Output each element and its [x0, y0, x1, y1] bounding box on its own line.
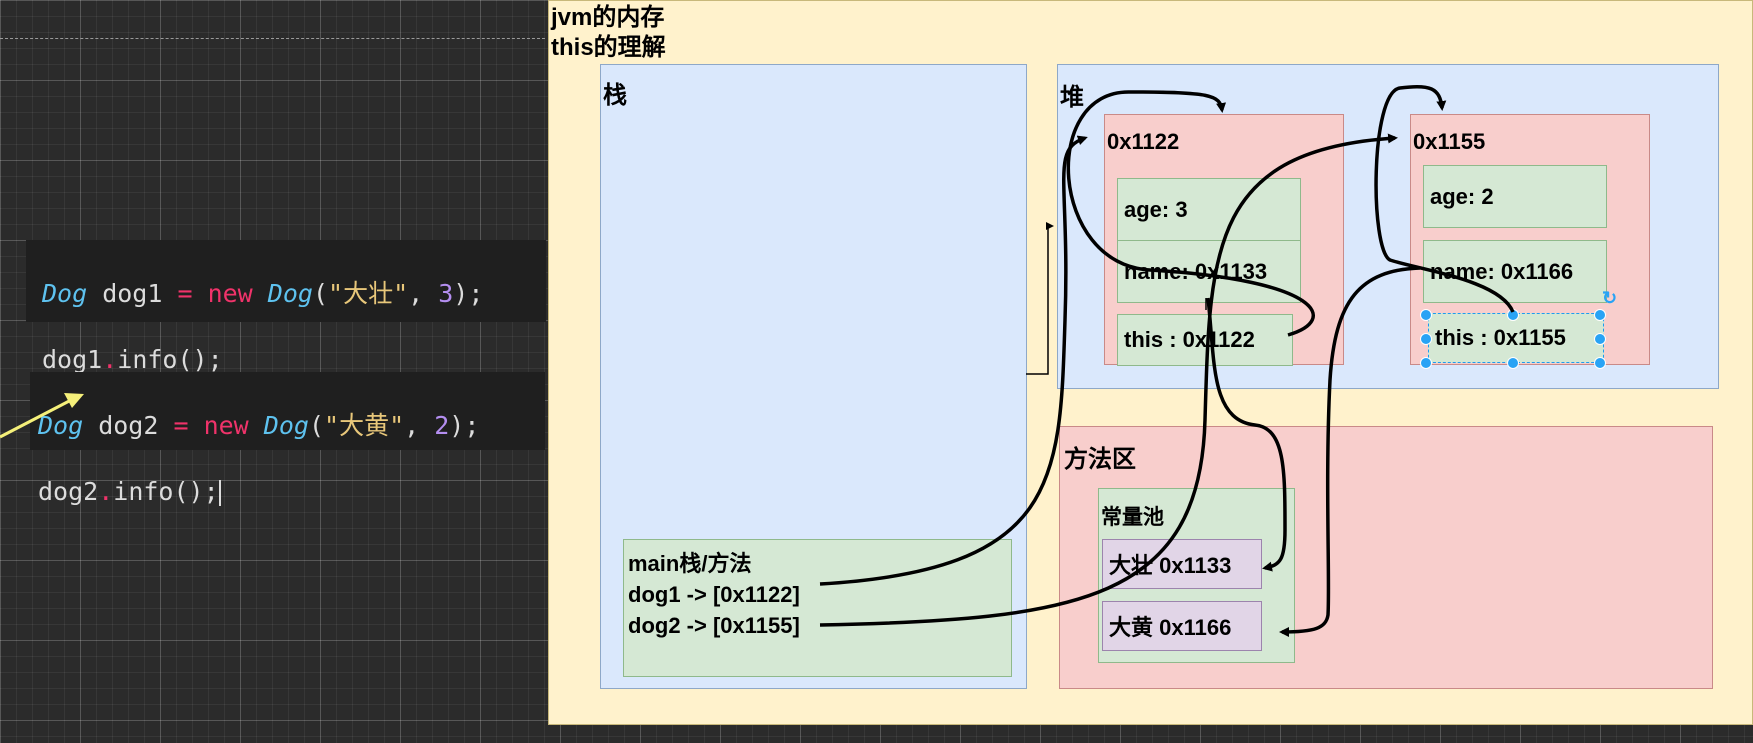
field-age[interactable]: age: 2 — [1423, 165, 1607, 228]
field-this[interactable]: this : 0x1122 — [1117, 314, 1293, 366]
pool-entry[interactable]: 大壮 0x1133 — [1102, 539, 1262, 589]
field-name[interactable]: name: 0x1166 — [1423, 240, 1607, 303]
code-snippet-dog1[interactable]: Dog dog1 = new Dog("大壮", 3); dog1.info()… — [26, 240, 546, 374]
field-name[interactable]: name: 0x1133 — [1117, 240, 1301, 303]
resize-handle[interactable] — [1594, 309, 1606, 321]
object-address: 0x1155 — [1413, 129, 1486, 154]
code-line: Dog dog2 = new Dog("大黄", 2); — [38, 411, 480, 440]
stack-label: 栈 — [603, 82, 627, 109]
pool-entry[interactable]: 大黄 0x1166 — [1102, 601, 1262, 651]
method-area-label: 方法区 — [1064, 446, 1136, 473]
field-this-selected[interactable]: this : 0x1155 — [1428, 313, 1604, 363]
heap-label: 堆 — [1060, 84, 1084, 111]
constant-pool-label: 常量池 — [1101, 506, 1164, 529]
resize-handle[interactable] — [1594, 333, 1606, 345]
resize-handle[interactable] — [1507, 309, 1519, 321]
code-line: dog1.info(); — [42, 345, 223, 374]
rotate-icon[interactable]: ↻ — [1602, 288, 1618, 308]
code-snippet-dog2[interactable]: Dog dog2 = new Dog("大黄", 2); dog2.info()… — [30, 372, 545, 506]
resize-handle[interactable] — [1507, 357, 1519, 369]
diagram-title: jvm的内存 this的理解 — [551, 4, 666, 61]
pointer-arrow-icon — [0, 393, 84, 439]
constant-pool[interactable]: 常量池 大壮 0x1133 大黄 0x1166 — [1098, 488, 1295, 663]
resize-handle[interactable] — [1420, 333, 1432, 345]
resize-handle[interactable] — [1594, 357, 1606, 369]
main-frame-title: main栈/方法 — [628, 551, 752, 576]
field-age[interactable]: age: 3 — [1117, 178, 1301, 241]
heap-region[interactable]: 堆 0x1122 age: 3 name: 0x1133 this : 0x11… — [1057, 64, 1719, 389]
jvm-memory-frame[interactable]: jvm的内存 this的理解 栈 main栈/方法 dog1 -> [0x112… — [548, 0, 1753, 725]
canvas-guide-line — [0, 38, 545, 39]
dog1-reference: dog1 -> [0x1122] — [628, 582, 800, 607]
main-stack-frame[interactable]: main栈/方法 dog1 -> [0x1122] dog2 -> [0x115… — [623, 539, 1012, 677]
resize-handle[interactable] — [1420, 309, 1432, 321]
text-caret — [218, 480, 221, 506]
method-area-region[interactable]: 方法区 常量池 大壮 0x1133 大黄 0x1166 — [1059, 426, 1713, 689]
code-line: Dog dog1 = new Dog("大壮", 3); — [42, 279, 484, 308]
heap-object-dog1[interactable]: 0x1122 age: 3 name: 0x1133 this : 0x1122 — [1104, 114, 1344, 366]
code-line: dog2.info(); — [38, 477, 221, 506]
stack-region[interactable]: 栈 main栈/方法 dog1 -> [0x1122] dog2 -> [0x1… — [600, 64, 1027, 689]
resize-handle[interactable] — [1420, 357, 1432, 369]
dog2-reference: dog2 -> [0x1155] — [628, 613, 800, 638]
heap-object-dog2[interactable]: 0x1155 age: 2 name: 0x1166 this : 0x1155 — [1410, 114, 1650, 365]
object-address: 0x1122 — [1107, 129, 1180, 154]
